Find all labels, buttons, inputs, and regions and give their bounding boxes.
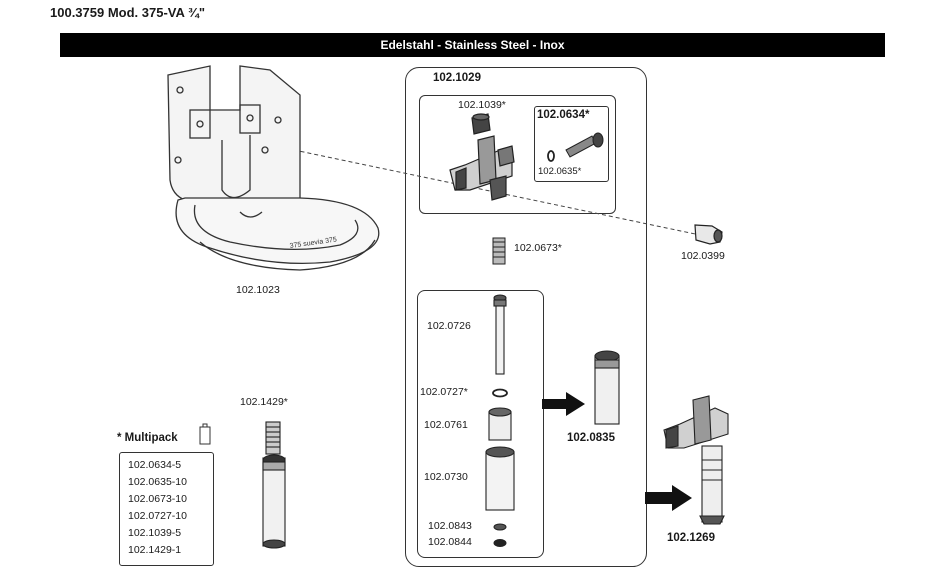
spring-sleeve-drawing [262, 421, 286, 549]
label-cap: 102.1039* [458, 99, 506, 111]
valve-head-drawing [449, 135, 515, 201]
multipack-item: 102.1039-5 [128, 527, 182, 539]
multipack-item: 102.0634-5 [128, 459, 182, 471]
cap-drawing [471, 113, 491, 135]
page-title: 100.3759 Mod. 375-VA ¾" [50, 5, 206, 20]
label-set-box: 102.0634* [537, 109, 590, 121]
label-sleeve-assembly: 102.0835 [567, 432, 615, 444]
arrow-to-complete-valve [645, 485, 692, 511]
label-sleeve: 102.0730 [424, 471, 468, 483]
label-oring: 102.0635* [538, 166, 582, 177]
washer1-drawing [493, 523, 507, 531]
label-complete-valve: 102.1269 [667, 532, 715, 544]
multipack-title: * Multipack [117, 432, 178, 444]
label-bushing: 102.0761 [424, 419, 468, 431]
bushing-drawing [488, 407, 512, 441]
screw-drawing [547, 132, 604, 162]
sleeve-assembly-drawing [594, 350, 620, 425]
package-icon [199, 423, 211, 445]
multipack-item: 102.1429-1 [128, 544, 182, 556]
label-bowl: 102.1023 [236, 284, 280, 296]
valve-assembly-frame [405, 67, 647, 567]
internal-parts-box [417, 290, 544, 558]
multipack-item: 102.0673-10 [128, 493, 187, 505]
label-spring: 102.0673* [514, 242, 562, 254]
ring-drawing [492, 388, 508, 398]
sleeve-drawing [485, 446, 515, 511]
washer2-drawing [493, 539, 507, 547]
complete-valve-drawing [663, 395, 729, 525]
label-valve-assembly: 102.1029 [433, 72, 481, 84]
spring-drawing [492, 237, 506, 265]
label-spring-sleeve: 102.1429* [240, 396, 288, 408]
plug-drawing [694, 224, 723, 245]
bowl-drawing [167, 65, 380, 271]
label-ring: 102.0727* [420, 386, 468, 398]
label-washer1: 102.0843 [428, 520, 472, 532]
arrow-to-sleeve-assembly [542, 392, 585, 416]
label-stem: 102.0726 [427, 320, 471, 332]
multipack-list: 102.0634-5 102.0635-10 102.0673-10 102.0… [119, 452, 214, 566]
material-banner: Edelstahl - Stainless Steel - Inox [60, 33, 885, 57]
label-washer2: 102.0844 [428, 536, 472, 548]
set-box [534, 106, 609, 182]
valve-head-box [419, 95, 616, 214]
label-plug: 102.0399 [681, 250, 725, 262]
multipack-item: 102.0727-10 [128, 510, 187, 522]
stem-drawing [493, 294, 507, 375]
multipack-item: 102.0635-10 [128, 476, 187, 488]
